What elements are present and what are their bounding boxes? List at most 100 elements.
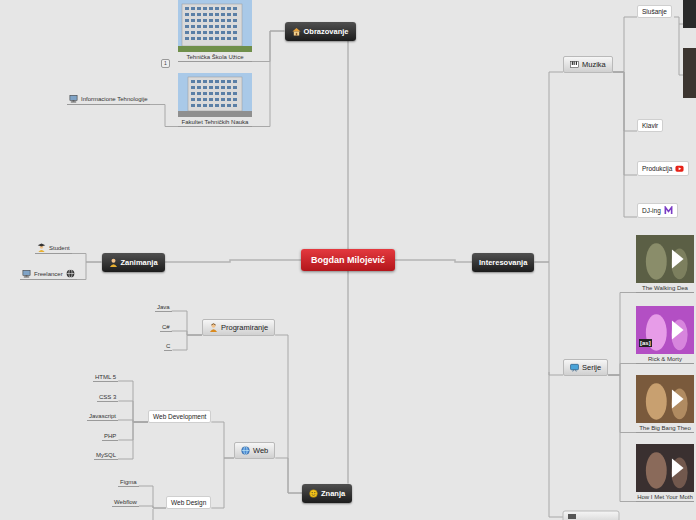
node-label: Student [49,245,70,251]
decoration [221,80,225,83]
decoration [191,7,195,10]
decoration [215,13,219,16]
decoration [672,458,684,477]
decoration [26,275,28,276]
decoration [38,250,44,252]
decoration [191,104,195,107]
node-label: Muzika [582,60,606,69]
node-label: Web Design [171,499,206,506]
decoration [571,364,579,369]
computer-icon [22,269,31,278]
cut-branch-box [563,511,619,520]
decoration [227,7,231,10]
callout-number: 1 [161,59,170,68]
decoration [672,249,684,268]
node-label: Java [157,304,170,310]
decoration [233,31,237,34]
decoration [227,92,231,95]
decoration [227,86,231,89]
leaf-topic: Figma [118,478,139,487]
topic-box: Web Design [166,496,211,509]
smiley-icon [309,489,318,498]
tv-icon [570,363,579,372]
image-topic: The Walking Dea [636,235,694,293]
decoration [646,383,667,419]
piano-icon [570,60,579,69]
connector [172,331,202,335]
image-topic: Fakultet Tehničkih Nauka [178,73,252,127]
branch-line [674,17,683,75]
node-label: Informacione Tehnologije [81,96,148,102]
connector [139,506,166,508]
decoration [221,19,225,22]
topic-box: Slušanje [637,5,672,18]
node-label: Rick & Morty [648,356,682,362]
topic-picture [178,0,252,52]
node-label: HTML 5 [95,374,116,380]
decoration [293,31,298,35]
decoration [312,494,316,496]
connector [139,486,166,508]
decoration [209,98,213,101]
decoration [233,104,237,107]
decoration [212,323,216,327]
decoration [215,98,219,101]
decoration [221,31,225,34]
node-label: C [166,343,170,349]
connector [608,293,636,376]
decoration [215,25,219,28]
decoration [203,7,207,10]
node-label: CSS 3 [99,394,116,400]
decoration [671,457,687,488]
decoration [209,7,213,10]
node-label: Slušanje [642,8,667,15]
image-topic: The Big Bang Theo [636,375,694,433]
decoration [233,19,237,22]
node-label: Fakultet Tehničkih Nauka [182,119,249,125]
topic-box: Produkcija [637,161,689,176]
decoration [636,235,694,283]
main-branch: Zanimanja [102,253,165,272]
node-label: Klavir [642,122,658,129]
leaf-topic: HTML 5 [93,373,118,382]
decoration [197,25,201,28]
decoration [182,4,242,46]
decoration [197,37,201,40]
decoration [66,270,74,278]
computer-icon [69,94,78,103]
topic-picture [636,444,694,492]
logo-text: [as] [639,339,652,347]
decoration [227,80,231,83]
connector [613,72,637,131]
decoration [209,31,213,34]
decoration [211,323,215,324]
decoration [185,25,189,28]
connector [395,260,472,262]
decoration [178,0,252,52]
connector [118,401,148,422]
connector [613,17,637,72]
decoration [191,37,195,40]
decoration [636,444,694,492]
globe-icon [241,446,250,455]
decoration [215,19,219,22]
coder-icon [209,323,218,332]
node-label: Javascript [89,413,116,419]
decoration [197,98,201,101]
decoration [570,61,578,67]
node-label: Freelancer [34,271,63,277]
decoration [191,80,195,83]
decoration [215,37,219,40]
decoration [221,7,225,10]
connector [613,72,637,217]
decoration [221,86,225,89]
decoration [233,80,237,83]
node-label: Interesovanja [479,258,527,267]
decoration [191,31,195,34]
house-icon [292,27,301,36]
branch-line [549,372,563,517]
decoration [38,244,46,247]
decoration [227,13,231,16]
decoration [679,167,682,170]
